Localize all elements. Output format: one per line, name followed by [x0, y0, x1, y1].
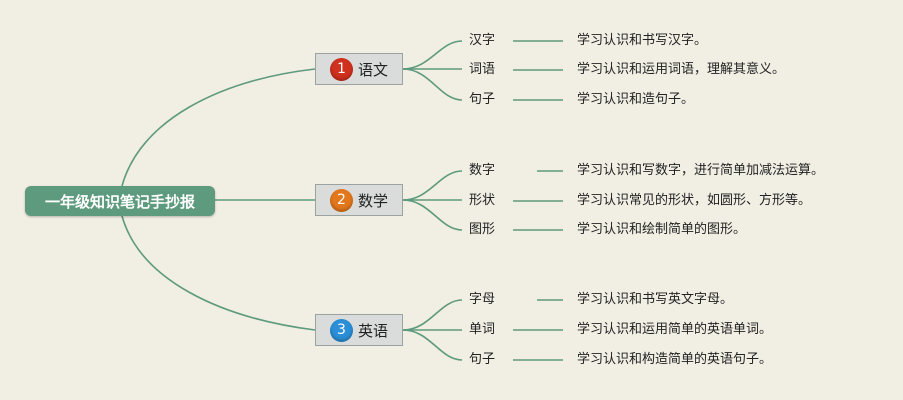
- branch-label: 语文: [357, 60, 388, 79]
- leaf-description: 学习认识和书写英文字母。: [577, 292, 734, 307]
- connector-root-yingyu: [121, 215, 316, 331]
- leaf-description: 学习认识和构造简单的英语句子。: [577, 352, 773, 367]
- connector-yingyu-zimu: [402, 299, 463, 331]
- connector-yuwen-hanzi: [402, 40, 463, 70]
- leaf-topic[interactable]: 单词: [469, 322, 496, 337]
- connector-shuxue-shuzi: [402, 170, 463, 201]
- leaf-topic[interactable]: 句子: [469, 352, 496, 367]
- leaf-topic[interactable]: 图形: [469, 222, 496, 237]
- leaf-topic[interactable]: 汉字: [469, 33, 496, 48]
- leaf-topic[interactable]: 词语: [469, 62, 496, 77]
- connector-shuxue-tuxing: [402, 199, 463, 231]
- number-1-badge-icon: 1: [329, 57, 353, 81]
- branch-node-yingyu[interactable]: 3 英语: [315, 314, 403, 346]
- leaf-topic[interactable]: 数字: [469, 163, 496, 178]
- connector-root-yuwen: [121, 68, 316, 187]
- leaf-topic[interactable]: 形状: [469, 193, 496, 208]
- number-3-badge-icon: 3: [329, 318, 353, 342]
- leaf-description: 学习认识和绘制简单的图形。: [577, 222, 747, 237]
- connector-yingyu-juzi: [402, 329, 463, 361]
- root-title: 一年级知识笔记手抄报: [44, 192, 195, 211]
- leaf-description: 学习认识常见的形状，如圆形、方形等。: [577, 193, 812, 208]
- connector-yuwen-juzi: [402, 68, 463, 101]
- leaf-description: 学习认识和运用词语，理解其意义。: [577, 62, 786, 77]
- leaf-description: 学习认识和写数字，进行简单加减法运算。: [577, 163, 825, 178]
- leaf-description: 学习认识和造句子。: [577, 92, 695, 107]
- leaf-topic[interactable]: 句子: [469, 92, 496, 107]
- number-2-badge-icon: 2: [329, 188, 353, 212]
- branch-node-shuxue[interactable]: 2 数学: [315, 184, 403, 216]
- leaf-description: 学习认识和运用简单的英语单词。: [577, 322, 773, 337]
- branch-label: 英语: [357, 321, 388, 340]
- root-node[interactable]: 一年级知识笔记手抄报: [25, 186, 215, 216]
- leaf-topic[interactable]: 字母: [469, 292, 496, 307]
- branch-node-yuwen[interactable]: 1 语文: [315, 53, 403, 85]
- leaf-description: 学习认识和书写汉字。: [577, 33, 708, 48]
- branch-label: 数学: [357, 191, 388, 210]
